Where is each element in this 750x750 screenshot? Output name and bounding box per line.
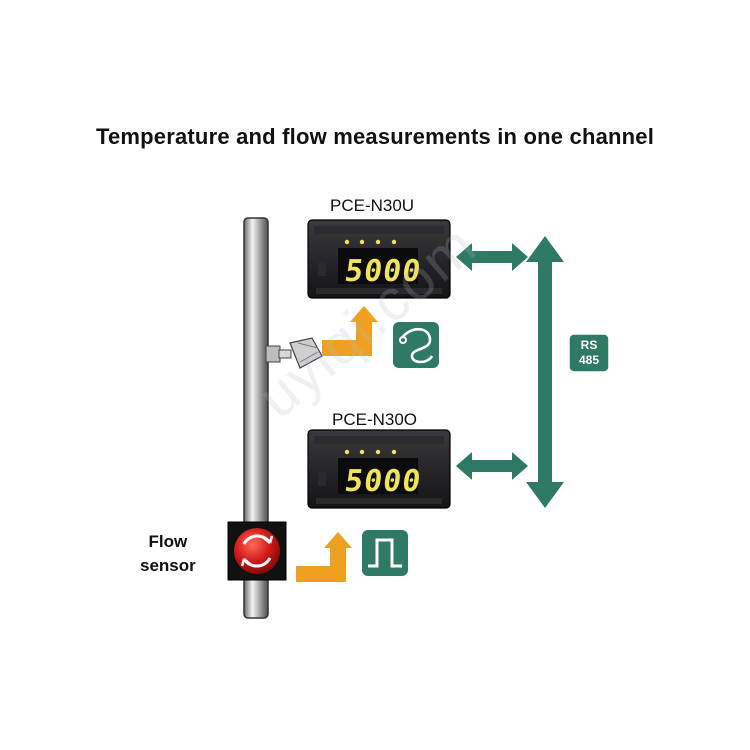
diagram-title: Temperature and flow measurements in one…: [95, 124, 655, 149]
meter-label-top: PCE-N30U: [330, 196, 415, 215]
rs485-label: RS 485: [569, 338, 609, 368]
signal-arrow-temperature: [322, 306, 378, 356]
meter-pce-n30o: [307, 429, 451, 509]
rs485-bus-arrow: [526, 236, 564, 508]
flow-sensor-label-line2: sensor: [140, 556, 196, 575]
comm-arrow-bottom: [456, 452, 528, 480]
meter-pce-n30u: [307, 219, 451, 299]
signal-arrow-flow: [296, 532, 352, 582]
meter-label-bottom: PCE-N30O: [332, 410, 418, 429]
rs485-label-line2: 485: [578, 353, 600, 367]
comm-arrow-top: [456, 243, 528, 271]
rs485-badge: [568, 333, 610, 373]
flow-sensor-label: Flow sensor: [140, 530, 196, 578]
flow-sensor-label-line1: Flow: [148, 532, 188, 551]
pipe: [243, 217, 269, 619]
pulse-signal-icon: [362, 530, 408, 576]
rs485-label-line1: RS: [580, 338, 598, 352]
thermocouple-signal-icon: [393, 322, 439, 368]
flow-sensor-icon: [227, 521, 287, 581]
meter-display-bottom: 5000: [342, 464, 424, 499]
